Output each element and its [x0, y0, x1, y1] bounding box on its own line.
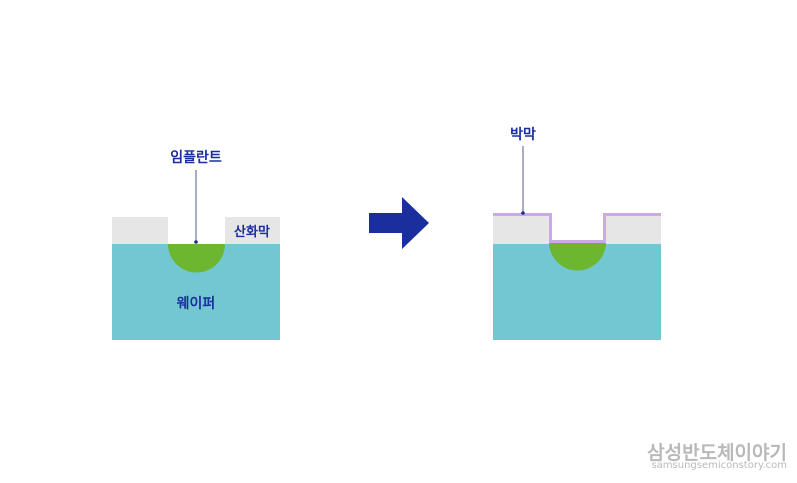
- oxide-left-a: [112, 217, 168, 244]
- thin-film-layer: [493, 213, 661, 243]
- implant-region-left: [168, 244, 225, 273]
- process-arrow: [369, 197, 429, 249]
- oxide-label: 산화막: [234, 224, 270, 240]
- thin-film-leader-dot: [521, 211, 525, 215]
- oxide-left-b: [225, 217, 280, 244]
- implant-leader-dot: [194, 240, 198, 244]
- wafer-label: 웨이퍼: [177, 295, 216, 312]
- before-structure: 임플란트 산화막 웨이퍼: [112, 149, 280, 340]
- implant-region-right: [549, 242, 606, 271]
- oxide-right-b: [606, 216, 661, 244]
- watermark-title: 삼성반도체이야기: [647, 442, 787, 464]
- implant-label: 임플란트: [170, 149, 222, 166]
- watermark-url: samsungsemiconstory.com: [651, 460, 787, 471]
- after-structure: 박막: [493, 126, 661, 340]
- oxide-right-a: [493, 216, 549, 244]
- thin-film-label: 박막: [510, 126, 536, 143]
